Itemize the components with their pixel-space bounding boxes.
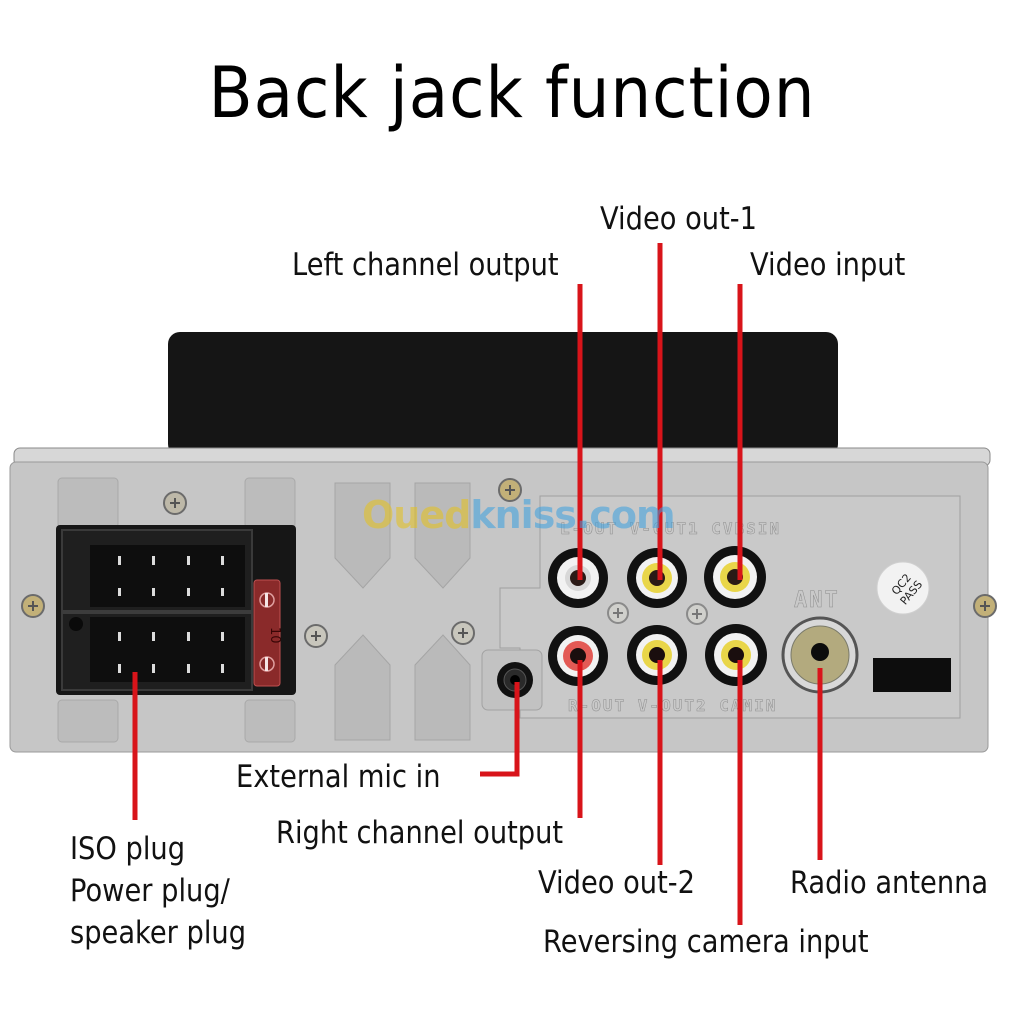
panel-recess (414, 482, 471, 589)
panel-recess (244, 477, 296, 529)
page-title: Back jack function (208, 52, 816, 134)
rca-jack-video-out-1 (627, 548, 687, 608)
qc-pass-sticker: QC2 PASS (876, 561, 930, 615)
antenna-jack (781, 616, 859, 694)
screw-icon (21, 594, 45, 618)
top-housing (168, 332, 838, 456)
panel-recess (334, 634, 391, 741)
panel-recess (57, 477, 119, 529)
watermark-part-1: Oued (362, 493, 471, 537)
screw-icon (163, 491, 187, 515)
top-row-marking: L-OUT V-OUT1 CVBSIN (560, 519, 781, 538)
label-radio-antenna: Radio antenna (790, 865, 989, 901)
screw-icon (973, 594, 997, 618)
black-label (873, 658, 951, 692)
antenna-marking: ANT (794, 588, 840, 613)
rca-jack-camera-in (705, 624, 767, 686)
watermark-part-2: kniss.com (470, 493, 675, 537)
screw-icon (498, 478, 522, 502)
label-speaker-plug: speaker plug (70, 915, 247, 951)
screw-icon (304, 624, 328, 648)
label-iso-plug: ISO plug (70, 831, 186, 867)
label-video-out-1: Video out-1 (600, 201, 757, 237)
panel-recess (244, 699, 296, 743)
label-video-out-2: Video out-2 (538, 865, 695, 901)
label-right-channel-output: Right channel output (276, 815, 564, 851)
bottom-row-marking: R-OUT V-OUT2 CAMIN (568, 696, 777, 715)
rca-jack-video-input (704, 546, 766, 608)
screw-icon (686, 603, 708, 625)
leader-mic-in (480, 682, 520, 777)
panel-recess (57, 699, 119, 743)
rca-jack-video-out-2 (627, 625, 687, 685)
fuse: 10 (253, 579, 282, 687)
label-reversing-camera-input: Reversing camera input (543, 924, 869, 960)
leader-lines (132, 243, 823, 925)
rca-jack-right-out (548, 626, 608, 686)
label-external-mic-in: External mic in (236, 759, 441, 795)
label-video-input: Video input (750, 247, 906, 283)
panel-recess (334, 482, 391, 589)
iso-connector (56, 525, 296, 695)
label-left-channel-output: Left channel output (292, 247, 559, 283)
watermark: Ouedkniss.com (362, 493, 676, 537)
screw-icon (607, 602, 629, 624)
label-power-plug: Power plug/ (70, 873, 230, 909)
screw-icon (451, 621, 475, 645)
mic-jack (497, 662, 533, 698)
panel-recess (414, 634, 471, 741)
iso-pins (118, 556, 224, 673)
fuse-rating: 10 (267, 627, 282, 644)
